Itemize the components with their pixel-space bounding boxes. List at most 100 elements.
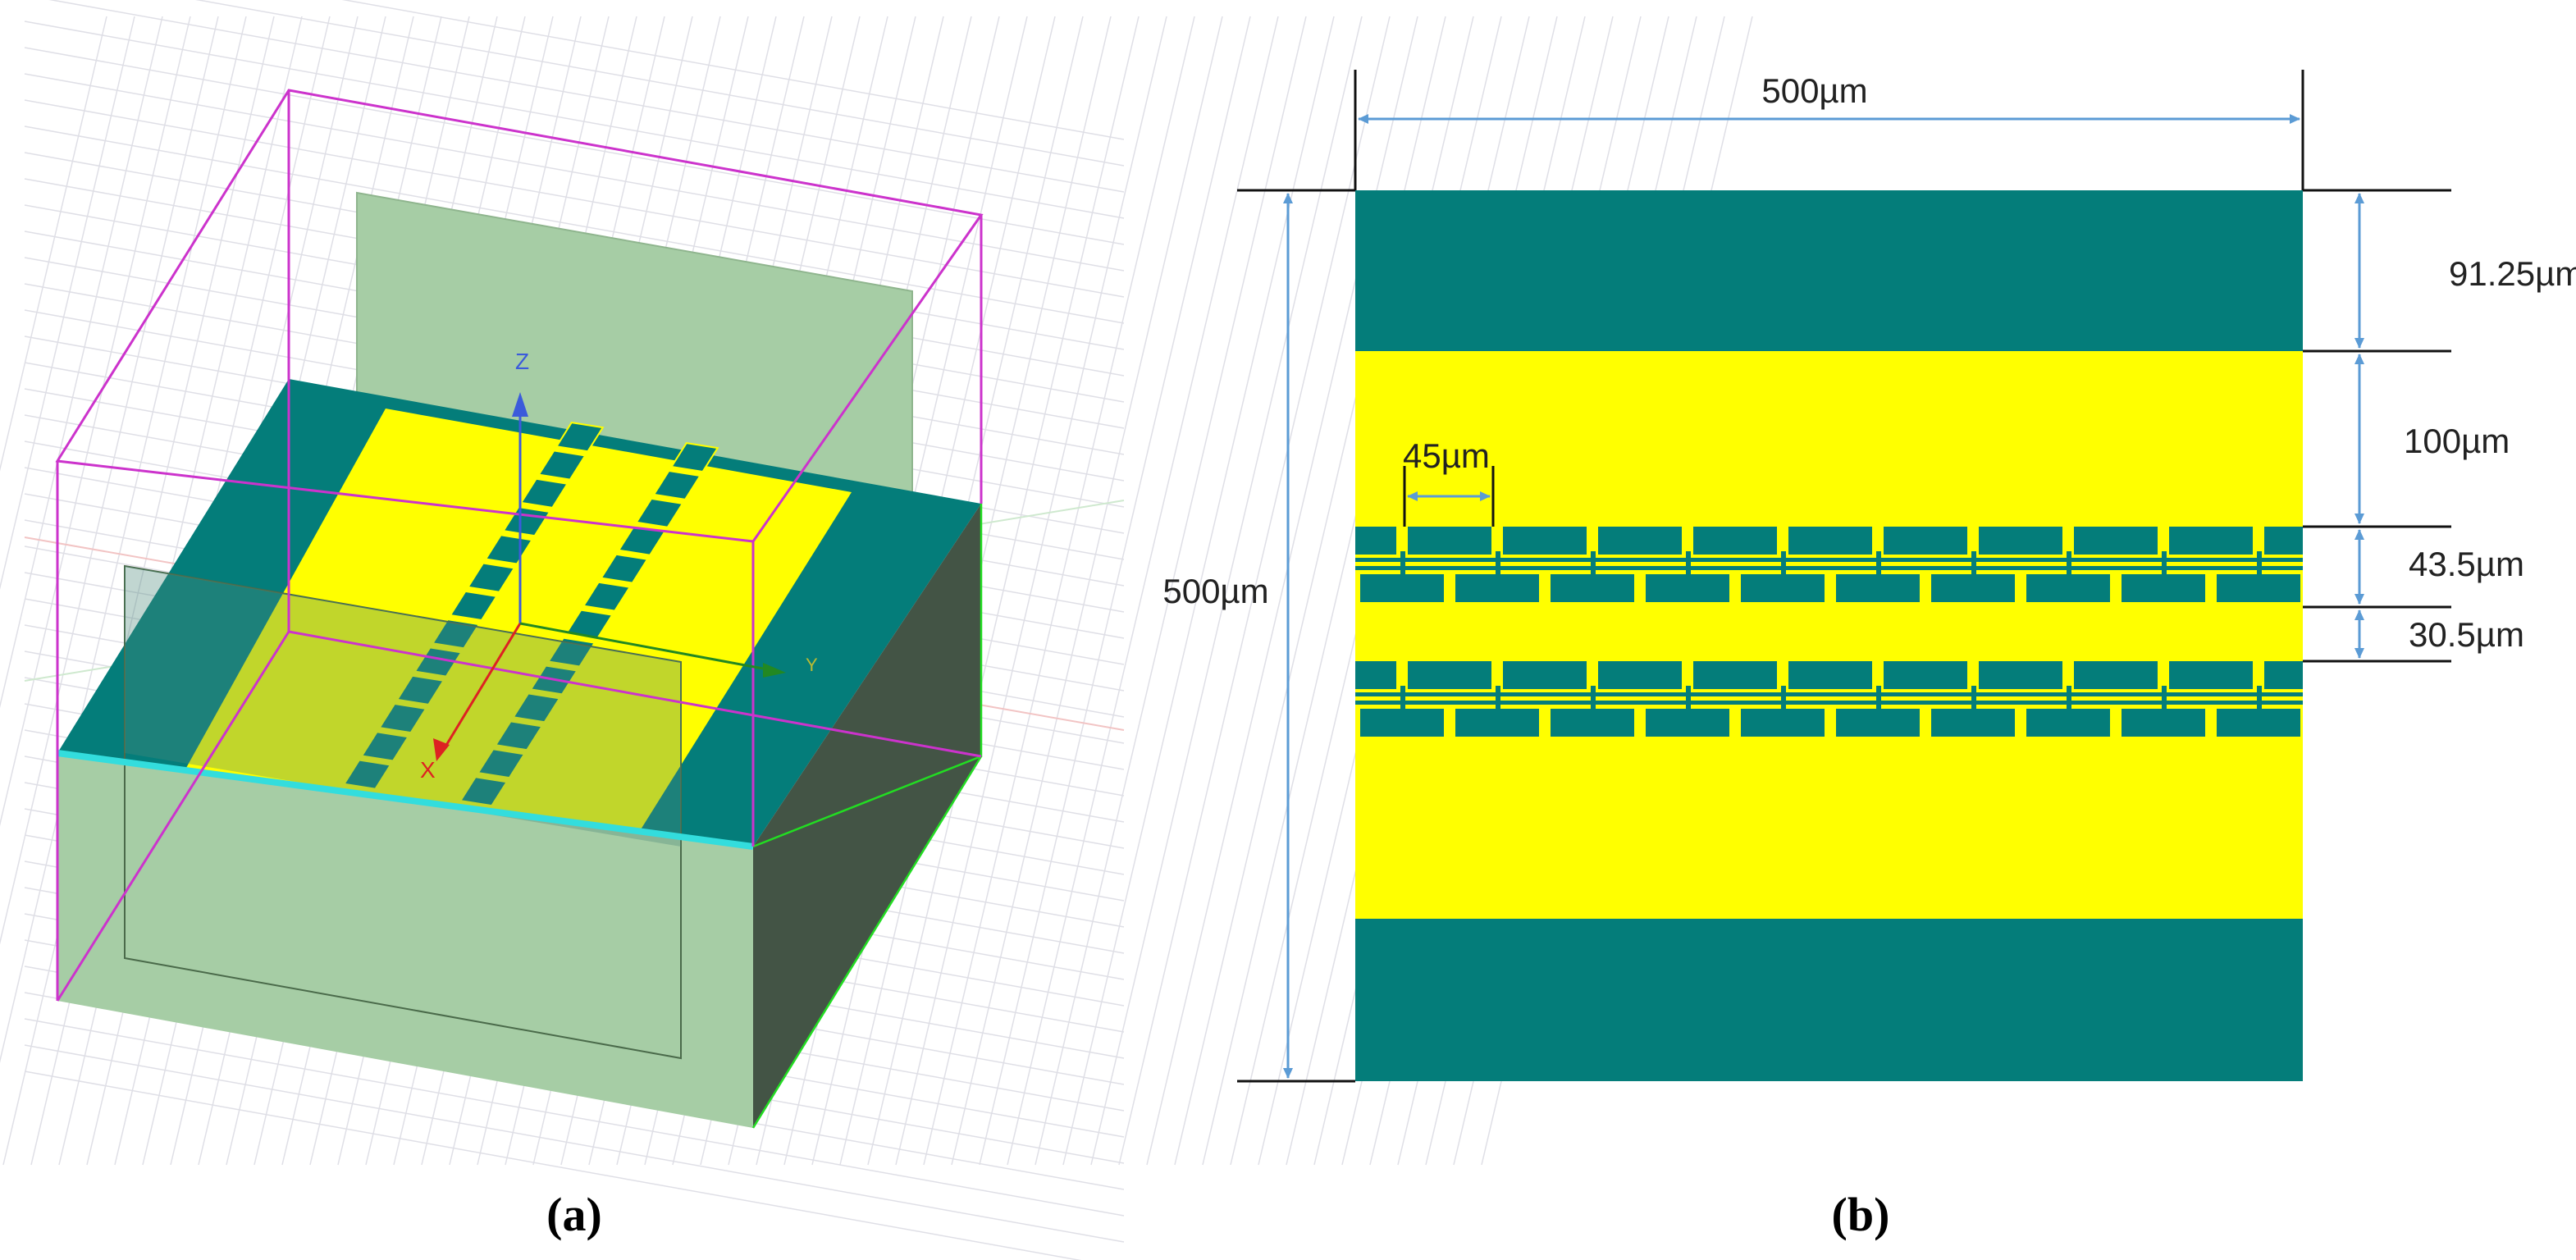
green-edge-bottom bbox=[751, 756, 983, 1129]
y-axis-arrowhead bbox=[763, 663, 786, 678]
grid-line bbox=[979, 16, 1251, 1166]
unit-cell-upper bbox=[1598, 661, 1682, 689]
grid-line bbox=[0, 16, 247, 1063]
grid-line bbox=[194, 0, 1125, 167]
unit-cell-3d bbox=[378, 702, 427, 734]
unit-cell-upper bbox=[2074, 527, 2158, 555]
cell-connector bbox=[1686, 551, 1691, 578]
unit-cell-3d bbox=[519, 477, 569, 509]
teal-band-bottom bbox=[1355, 919, 2303, 1081]
axis-x-label: X bbox=[420, 757, 436, 783]
z-axis-arrowhead bbox=[512, 392, 528, 417]
unit-cell-upper bbox=[1408, 661, 1491, 689]
grid-line bbox=[923, 16, 1195, 1166]
caption-a: (a) bbox=[546, 1188, 602, 1241]
front-port-frame bbox=[124, 564, 682, 1060]
grid-line bbox=[895, 16, 1167, 1166]
cell-connector bbox=[2067, 551, 2071, 578]
unit-cell-3d bbox=[635, 497, 684, 528]
grid-line bbox=[24, 47, 1125, 245]
dimension-arrows bbox=[1283, 114, 2364, 1079]
grid-line bbox=[24, 126, 1125, 324]
box-right-face bbox=[753, 504, 981, 1128]
yellow-region bbox=[1355, 351, 2303, 919]
metasurface-cell-rows bbox=[1355, 527, 2303, 737]
unit-cell-upper bbox=[1503, 661, 1587, 689]
unit-cell-upper bbox=[1884, 661, 1967, 689]
unit-cell-upper bbox=[2169, 527, 2253, 555]
unit-cell-upper bbox=[1503, 527, 1587, 555]
unit-cell-upper bbox=[1693, 527, 1777, 555]
cell-connector bbox=[1686, 686, 1691, 712]
unit-cell-lower bbox=[1836, 709, 1920, 737]
cell-connector bbox=[1496, 686, 1500, 712]
unit-cell-lower bbox=[1741, 709, 1825, 737]
unit-cell-lower bbox=[2026, 574, 2110, 602]
unit-cell-3d bbox=[342, 759, 392, 790]
label-width: 500µm bbox=[1761, 71, 1867, 110]
grid-line bbox=[867, 16, 1140, 1166]
label-gap: 30.5µm bbox=[2409, 615, 2524, 654]
grid-line bbox=[24, 73, 1125, 272]
unit-cell-lower bbox=[1551, 574, 1634, 602]
unit-cell-lower bbox=[1646, 574, 1729, 602]
unit-cell-upper bbox=[1788, 661, 1872, 689]
grid-line bbox=[24, 21, 1125, 219]
unit-cell-3d bbox=[537, 450, 587, 481]
grid-line bbox=[1118, 16, 1391, 1166]
cell-connector bbox=[2257, 686, 2262, 712]
cell-connector bbox=[1400, 686, 1405, 712]
unit-cell-3d bbox=[449, 590, 498, 622]
unit-cell-3d bbox=[600, 553, 649, 584]
unit-cell-3d bbox=[431, 619, 481, 650]
cell-connector bbox=[2067, 686, 2071, 712]
unit-cell-lower bbox=[1646, 709, 1729, 737]
axis-y-label: Y bbox=[806, 655, 818, 675]
panel-a-3d-view: Z X Y (a) bbox=[0, 0, 1753, 1260]
unit-cell-lower bbox=[1931, 709, 2015, 737]
grid-line bbox=[0, 16, 107, 472]
unit-cell-lower bbox=[1551, 709, 1634, 737]
cell-connector bbox=[2162, 686, 2167, 712]
unit-cell-upper bbox=[2074, 661, 2158, 689]
feed-line-upper bbox=[1355, 692, 2303, 696]
grid-line bbox=[1090, 16, 1363, 1166]
cell-connector bbox=[1781, 551, 1786, 578]
grid-line bbox=[341, 0, 1125, 140]
cell-connector bbox=[1400, 551, 1405, 578]
unit-cell-upper bbox=[2264, 527, 2303, 555]
caption-b: (b) bbox=[1832, 1188, 1890, 1241]
cell-connector bbox=[2162, 551, 2167, 578]
unit-cell-3d bbox=[360, 731, 410, 762]
unit-cell-3d bbox=[652, 469, 702, 500]
cell-connector bbox=[1496, 551, 1500, 578]
unit-cell-upper bbox=[1979, 661, 2062, 689]
teal-band-top bbox=[1355, 190, 2303, 351]
label-top-band: 91.25µm bbox=[2449, 254, 2576, 293]
unit-cell-lower bbox=[2217, 574, 2300, 602]
unit-cell-lower bbox=[2026, 709, 2110, 737]
cell-connector bbox=[1876, 551, 1881, 578]
unit-cell-upper bbox=[1693, 661, 1777, 689]
grid-line bbox=[48, 0, 1125, 193]
feed-line-lower bbox=[1355, 701, 2303, 705]
axis-z-label: Z bbox=[515, 349, 529, 374]
unit-cell-3d bbox=[395, 674, 445, 705]
unit-cell-upper bbox=[2264, 661, 2303, 689]
label-yellow: 100µm bbox=[2404, 422, 2510, 460]
unit-cell-lower bbox=[1455, 574, 1539, 602]
unit-cell-upper bbox=[1355, 527, 1396, 555]
box-front-face bbox=[57, 753, 753, 1128]
grid-line bbox=[0, 16, 219, 945]
unit-cell-lower bbox=[1836, 574, 1920, 602]
feed-line-upper bbox=[1355, 558, 2303, 562]
grid-line bbox=[0, 16, 163, 709]
unit-cell-3d bbox=[494, 720, 544, 751]
cell-connector bbox=[1971, 551, 1976, 578]
unit-cell-lower bbox=[1455, 709, 1539, 737]
unit-cell-3d bbox=[555, 422, 605, 453]
extension-lines bbox=[1237, 70, 2451, 1083]
cell-connector bbox=[1591, 551, 1596, 578]
grid-line bbox=[1007, 16, 1279, 1166]
